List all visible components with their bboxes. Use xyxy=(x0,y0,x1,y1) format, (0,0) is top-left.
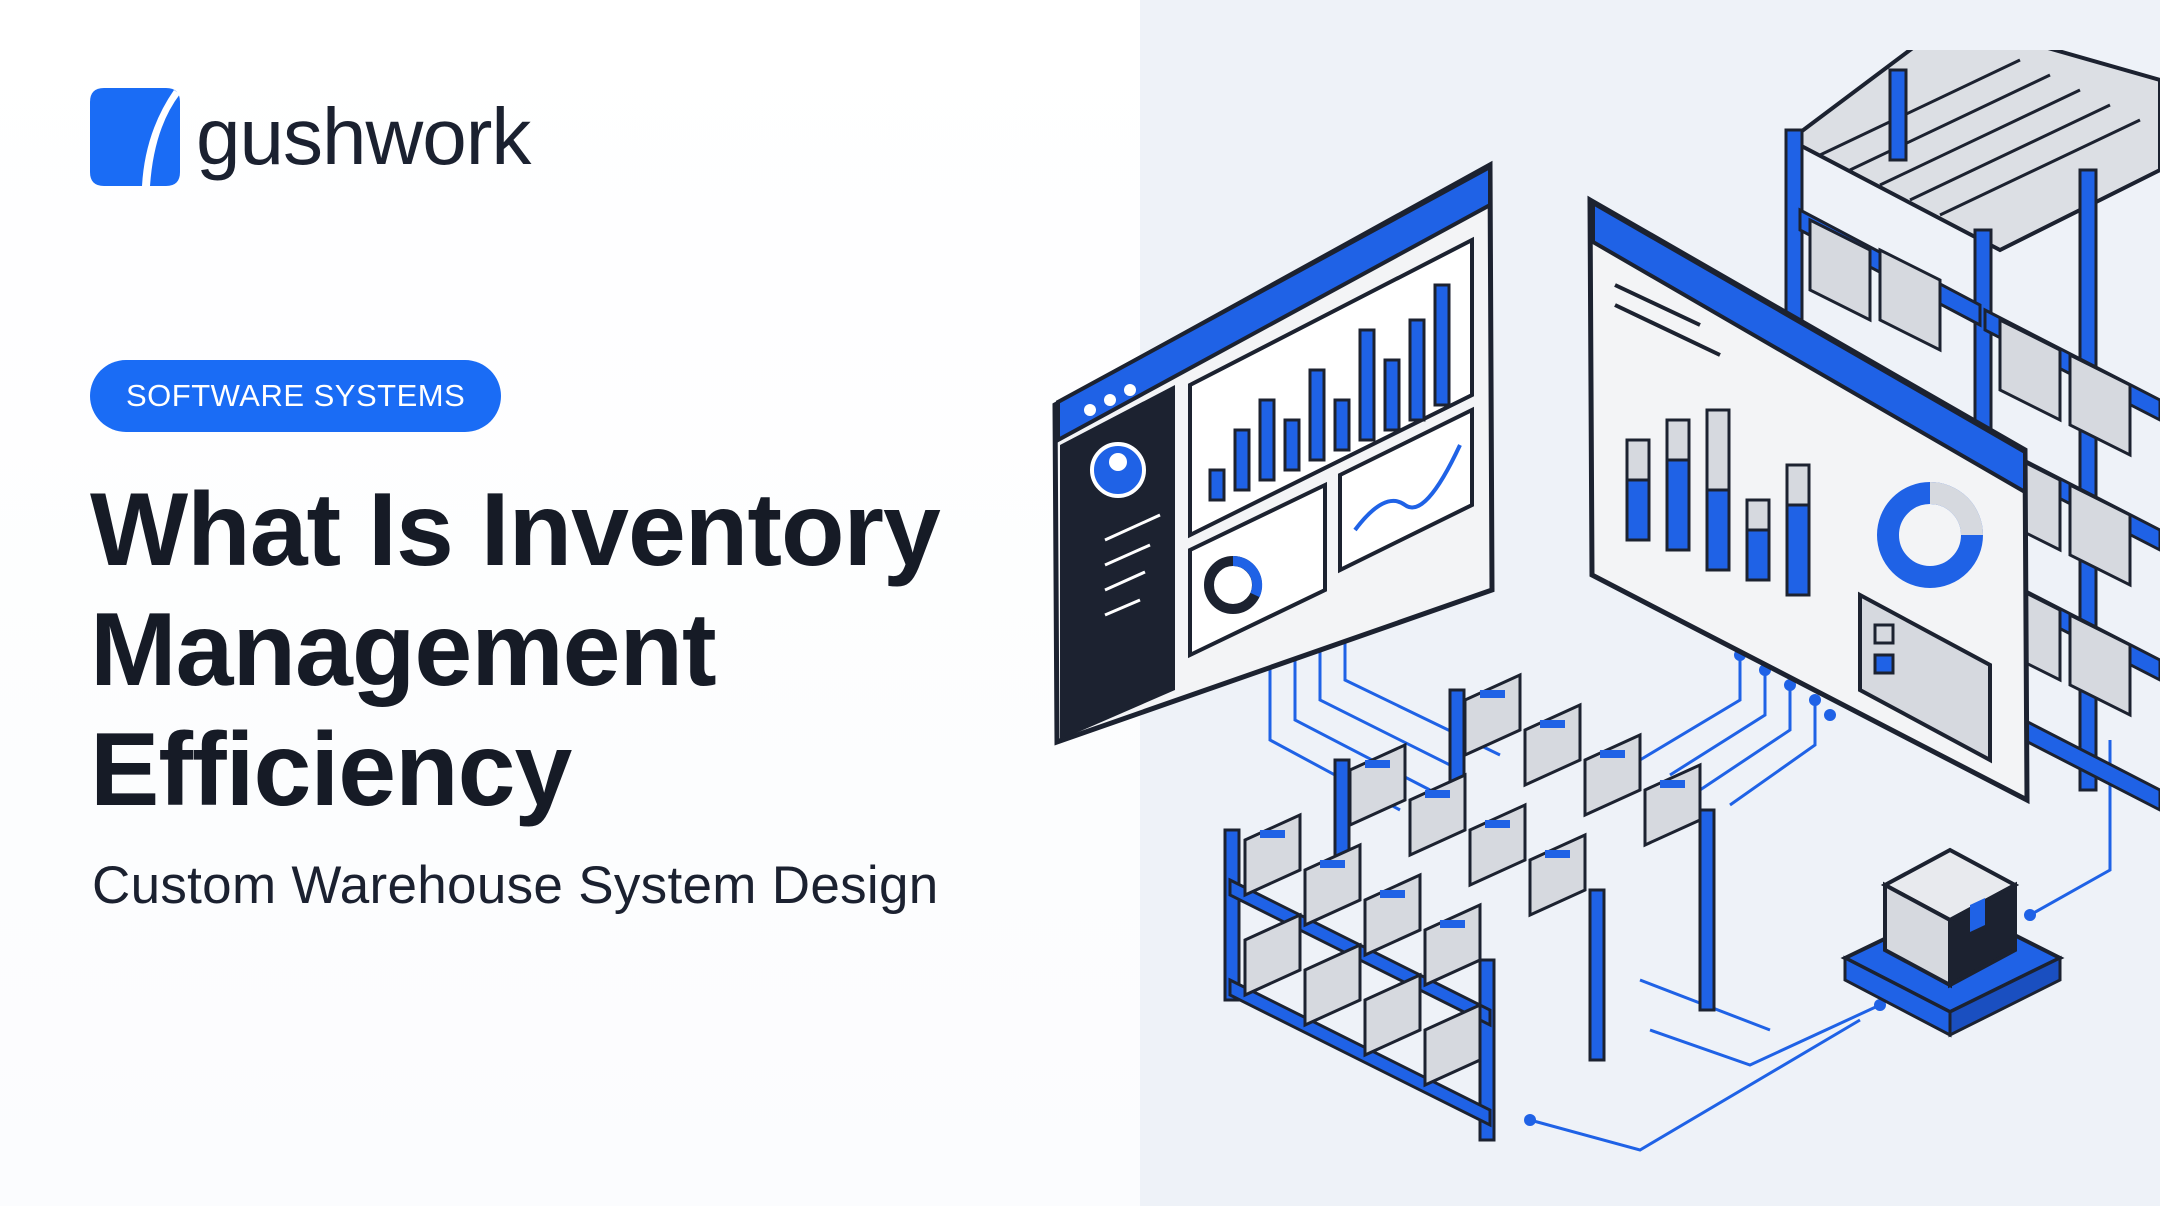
headline-line: Management xyxy=(90,592,717,708)
gushwork-logo-icon xyxy=(90,88,180,186)
brand-name: gushwork xyxy=(196,92,531,181)
page-title: What Is Inventory Management Efficiency xyxy=(90,470,1110,830)
headline-line: Efficiency xyxy=(90,712,572,828)
shelving-rack-front xyxy=(1223,672,1716,1142)
bar-chart-icon xyxy=(1208,283,1451,502)
brand-logo[interactable]: gushwork xyxy=(90,88,531,186)
warehouse-illustration xyxy=(1052,50,2160,1152)
category-tag: SOFTWARE SYSTEMS xyxy=(90,360,502,432)
subtitle: Custom Warehouse System Design xyxy=(92,856,939,915)
left-panel: gushwork SOFTWARE SYSTEMS What Is Invent… xyxy=(0,0,1140,1206)
headline-line: What Is Inventory xyxy=(90,472,941,588)
analytics-monitor-left xyxy=(1052,160,1495,746)
analytics-monitor-right xyxy=(1587,195,2030,805)
box-on-platform xyxy=(1840,847,2065,1038)
